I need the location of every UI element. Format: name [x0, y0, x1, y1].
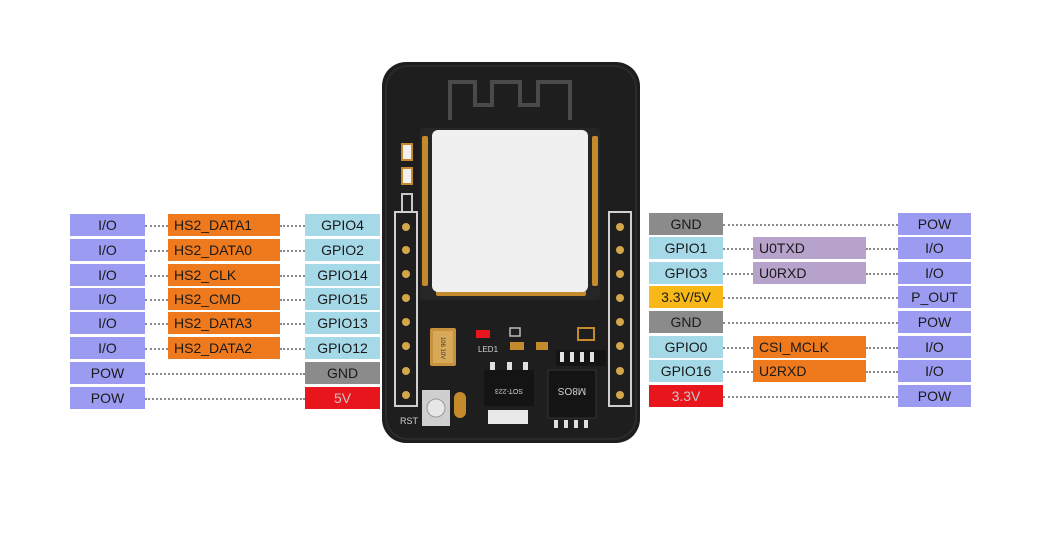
right-header-pins	[616, 223, 624, 399]
left-function-label: HS2_DATA0	[168, 239, 280, 261]
voltage-regulator	[484, 370, 534, 406]
left-function-label: HS2_CLK	[168, 264, 280, 286]
right-gnd-label: GND	[649, 213, 723, 235]
left-type-label: I/O	[70, 239, 145, 261]
right-type-label: POW	[898, 311, 971, 333]
right-pin-label: GPIO16	[649, 360, 723, 382]
esp32-module-shield	[432, 130, 588, 292]
left-type-label: I/O	[70, 288, 145, 310]
left-type-label: I/O	[70, 264, 145, 286]
left-pin-label: GPIO13	[305, 312, 380, 334]
left-pin-label: GPIO15	[305, 288, 380, 310]
left-header-pins	[402, 223, 410, 399]
right-type-label: POW	[898, 213, 971, 235]
left-gnd-label: GND	[305, 362, 380, 384]
left-type-label: POW	[70, 362, 145, 384]
right-gnd-label: GND	[649, 311, 723, 333]
svg-text:106 10V: 106 10V	[439, 337, 445, 359]
right-pin-label: GPIO1	[649, 237, 723, 259]
left-type-label: POW	[70, 387, 145, 409]
right-function-label: U0RXD	[753, 262, 866, 284]
right-type-label: I/O	[898, 336, 971, 358]
left-pin-label: GPIO2	[305, 239, 380, 261]
left-type-label: I/O	[70, 214, 145, 236]
left-type-label: I/O	[70, 312, 145, 334]
psram-chip	[547, 369, 597, 419]
right-3v3-5v-label: 3.3V/5V	[649, 286, 723, 308]
svg-text:LED1: LED1	[478, 345, 499, 354]
left-function-label: HS2_DATA2	[168, 337, 280, 359]
right-function-label: U0TXD	[753, 237, 866, 259]
left-pin-label: GPIO12	[305, 337, 380, 359]
right-type-label: P_OUT	[898, 286, 971, 308]
esp32-cam-board: 106 10V LED1 SOT-223 M8OS RST	[382, 62, 640, 443]
right-type-label: I/O	[898, 360, 971, 382]
left-pin-label: GPIO4	[305, 214, 380, 236]
led1	[476, 330, 490, 338]
right-function-label: U2RXD	[753, 360, 866, 382]
svg-text:M8OS: M8OS	[558, 385, 587, 396]
left-type-label: I/O	[70, 337, 145, 359]
antenna-trace	[448, 80, 572, 120]
right-3v3-label: 3.3V	[649, 385, 723, 407]
left-header	[394, 211, 418, 407]
right-header	[608, 211, 632, 407]
left-function-label: HS2_CMD	[168, 288, 280, 310]
svg-text:SOT-223: SOT-223	[495, 387, 523, 394]
left-function-label: HS2_DATA3	[168, 312, 280, 334]
left-function-label: HS2_DATA1	[168, 214, 280, 236]
left-5v-label: 5V	[305, 387, 380, 409]
right-function-label: CSI_MCLK	[753, 336, 866, 358]
right-pin-label: GPIO0	[649, 336, 723, 358]
right-pin-label: GPIO3	[649, 262, 723, 284]
svg-text:RST: RST	[400, 416, 419, 426]
right-type-label: I/O	[898, 262, 971, 284]
right-type-label: POW	[898, 385, 971, 407]
right-type-label: I/O	[898, 237, 971, 259]
left-pin-label: GPIO14	[305, 264, 380, 286]
